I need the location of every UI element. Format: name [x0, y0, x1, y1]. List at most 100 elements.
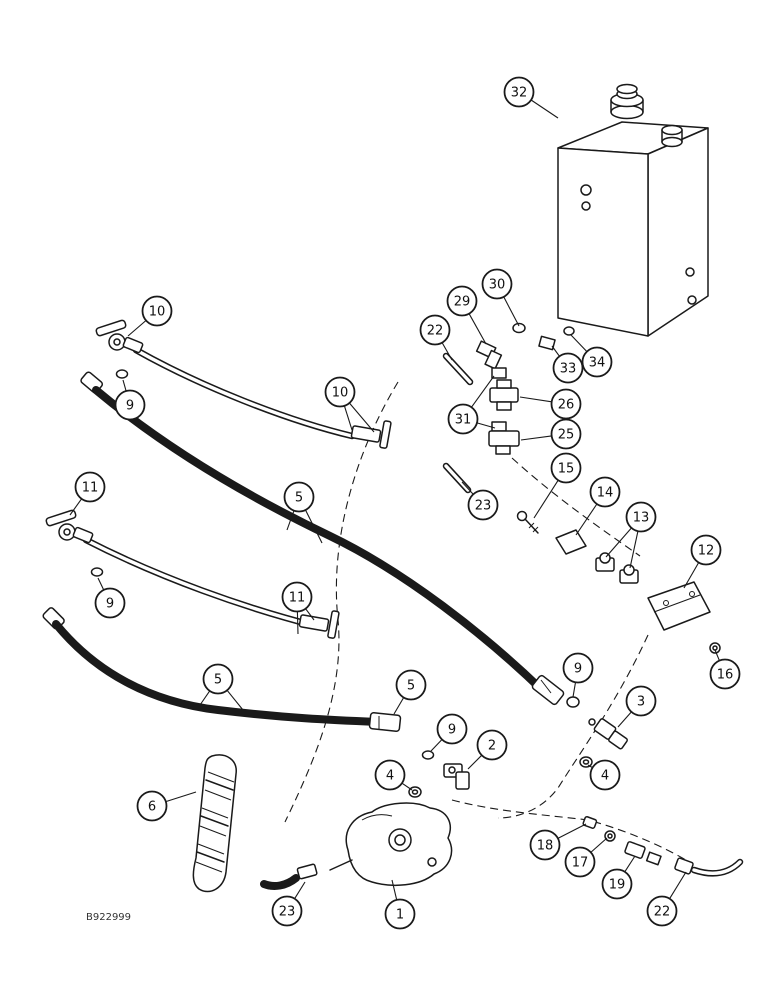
- callout-leader-line: [305, 509, 323, 544]
- callout-16: 16: [709, 649, 741, 690]
- callout-leader-line: [467, 754, 483, 770]
- callout-number: 18: [537, 839, 554, 854]
- callout-leader-line: [519, 396, 552, 403]
- callout-number: 34: [589, 356, 606, 371]
- dashed-guide-lines: [284, 381, 687, 861]
- callout-leader-line: [617, 711, 632, 728]
- callout-11: 11: [69, 471, 106, 516]
- callout-leader-line: [199, 690, 211, 706]
- callout-balloon: [467, 489, 499, 521]
- callout-18: 18: [529, 823, 587, 861]
- reservoir-tank: [557, 83, 709, 337]
- callout-19: 19: [601, 855, 636, 900]
- callout-17: 17: [564, 837, 608, 878]
- callout-balloon: [690, 534, 722, 566]
- callout-9: 9: [94, 577, 126, 619]
- callout-leader-line: [476, 422, 496, 429]
- hose-wrap: [192, 754, 237, 893]
- callout-leader-line: [127, 320, 147, 337]
- callout-leader-line: [471, 375, 495, 408]
- callout-leader-line: [533, 479, 559, 519]
- callout-9: 9: [562, 652, 594, 698]
- callout-balloon: [589, 759, 621, 791]
- callout-leader-line: [461, 481, 474, 495]
- callout-balloon: [529, 829, 561, 861]
- callout-number: 23: [475, 499, 492, 514]
- callout-leader-line: [605, 527, 632, 558]
- callout-leader-line: [575, 503, 598, 536]
- callout-10: 10: [324, 376, 375, 433]
- callout-leader-line: [296, 611, 299, 635]
- callout-number: 1: [396, 908, 404, 923]
- callout-balloon: [503, 76, 535, 108]
- callout-10: 10: [127, 295, 173, 337]
- callout-balloon: [476, 729, 508, 761]
- callout-balloon: [324, 376, 356, 408]
- callout-number: 5: [295, 491, 303, 506]
- callout-23: 23: [271, 881, 306, 927]
- callout-number: 22: [427, 324, 444, 339]
- callout-2: 2: [467, 729, 508, 770]
- callout-leader-line: [305, 608, 315, 621]
- steel-tube-lower: [82, 536, 340, 639]
- callout-4: 4: [374, 759, 413, 791]
- callout-15: 15: [533, 452, 582, 519]
- callout-5: 5: [283, 481, 323, 544]
- callout-number: 26: [558, 398, 575, 413]
- hose-upper: [80, 371, 565, 706]
- callout-33: 33: [551, 345, 584, 384]
- callout-number: 5: [214, 673, 222, 688]
- callout-number: 11: [82, 481, 99, 496]
- callout-leader-line: [572, 682, 577, 698]
- callout-4: 4: [587, 759, 621, 791]
- callout-number: 2: [488, 739, 496, 754]
- callout-number: 17: [572, 856, 589, 871]
- callout-number: 30: [489, 278, 506, 293]
- callout-13: 13: [605, 501, 657, 569]
- callout-30: 30: [481, 268, 520, 327]
- callout-leader-line: [391, 879, 398, 901]
- callout-leader-line: [393, 697, 405, 715]
- callout-34: 34: [570, 334, 613, 378]
- callout-14: 14: [575, 476, 621, 536]
- callout-balloon: [646, 895, 678, 927]
- callout-number: 9: [574, 662, 582, 677]
- callout-number: 9: [126, 399, 134, 414]
- callout-balloon: [446, 285, 478, 317]
- callout-9: 9: [114, 379, 146, 421]
- shutoff-valve-upper: [95, 319, 144, 354]
- callout-leader-line: [520, 435, 552, 441]
- callout-balloon: [625, 685, 657, 717]
- callout-balloon: [550, 388, 582, 420]
- callout-1: 1: [384, 879, 416, 930]
- callout-number: 32: [511, 86, 528, 101]
- callout-leader-line: [165, 791, 197, 803]
- callout-32: 32: [503, 76, 559, 119]
- callout-leader-line: [629, 531, 639, 569]
- callout-number: 3: [637, 695, 645, 710]
- callout-balloon: [481, 268, 513, 300]
- callout-balloon: [202, 663, 234, 695]
- shutoff-valve-lower: [45, 509, 94, 544]
- callout-leader-line: [294, 881, 306, 899]
- callout-balloon: [94, 587, 126, 619]
- callout-number: 19: [609, 878, 626, 893]
- valve-body: [329, 802, 453, 887]
- callout-leader-line: [624, 855, 636, 873]
- callout-balloon: [395, 669, 427, 701]
- callout-balloon: [384, 898, 416, 930]
- callout-balloon: [283, 481, 315, 513]
- callout-number: 10: [332, 386, 349, 401]
- callout-5: 5: [393, 669, 427, 715]
- hydraulic-fitting-cluster: [442, 322, 575, 494]
- callout-number: 13: [633, 511, 650, 526]
- callout-number: 11: [289, 591, 306, 606]
- callout-26: 26: [519, 388, 582, 420]
- callout-leader-line: [590, 837, 608, 853]
- callout-leader-line: [69, 498, 83, 516]
- callout-balloon: [114, 389, 146, 421]
- callout-balloon: [447, 403, 479, 435]
- callout-leader-line: [503, 296, 520, 327]
- callout-leader-line: [441, 342, 453, 361]
